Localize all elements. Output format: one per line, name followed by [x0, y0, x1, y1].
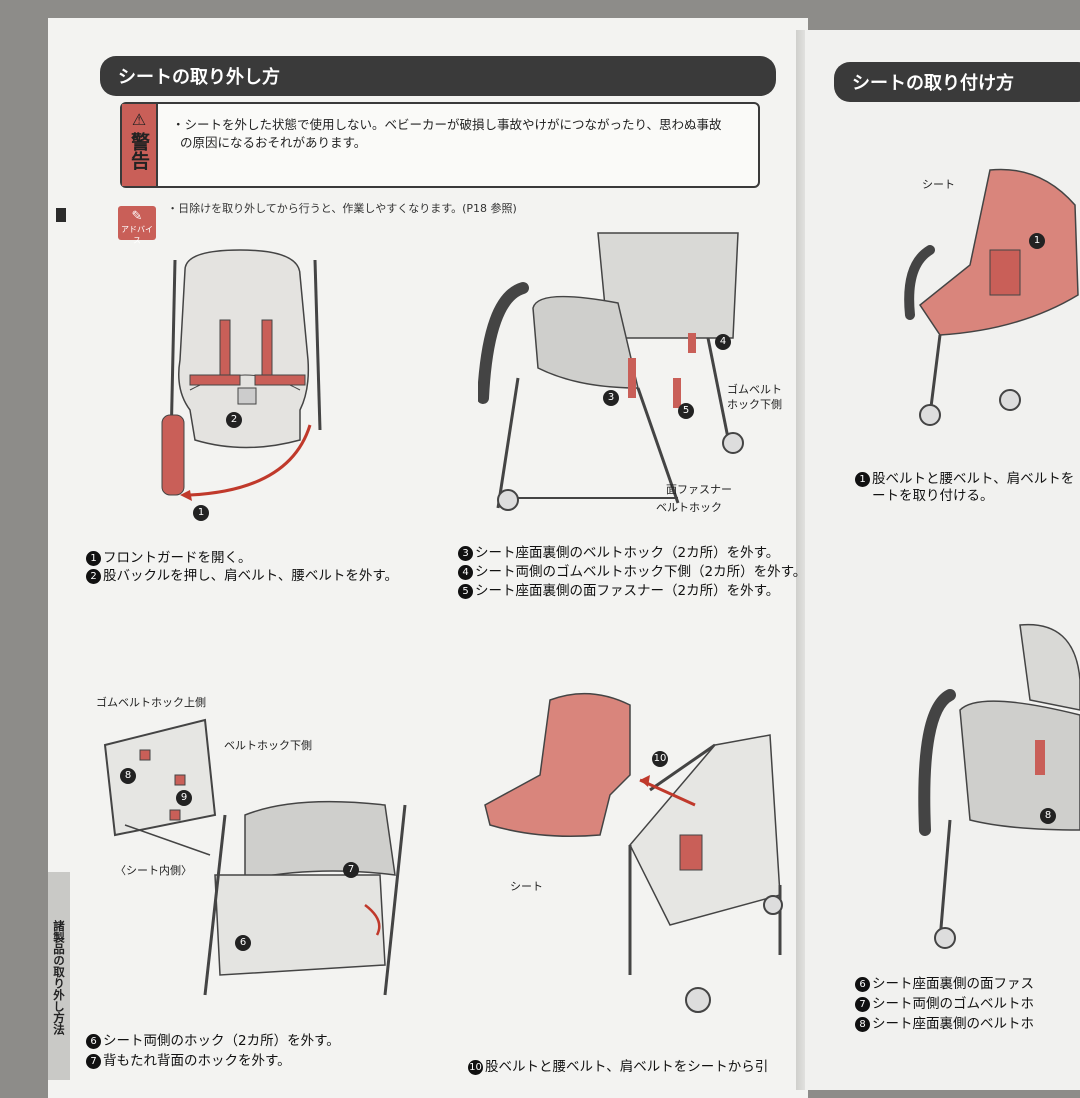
- callout-gom-belt-lower-2: ホック下側: [727, 398, 782, 411]
- warning-tag: ⚠ 警告: [122, 104, 158, 186]
- illustration-stroller-attach: [918, 623, 1080, 949]
- side-index-tab: 諸製品の取り外し方法: [48, 872, 70, 1080]
- warning-line-1: ・シートを外した状態で使用しない。ベビーカーが破損し事故やけがにつながったり、思…: [172, 117, 722, 132]
- illustration-stroller-seat-hooks: [478, 232, 744, 511]
- step-marker-8-right: 8: [1040, 808, 1056, 824]
- advice-text: ・日除けを取り外してから行うと、作業しやすくなります。(P18 参照): [167, 202, 517, 215]
- section-title-removal: シートの取り外し方: [100, 56, 776, 96]
- step-marker-4: 4: [715, 334, 731, 350]
- callout-belt-hook-lower: ベルトホック下側: [224, 739, 312, 752]
- warning-text: ・シートを外した状態で使用しない。ベビーカーが破損し事故やけがにつながったり、思…: [172, 116, 742, 152]
- warning-triangle-icon: ⚠: [131, 110, 147, 129]
- advice-icon: ✎アドバイス: [118, 206, 156, 245]
- callout-seat-removed: シート: [510, 880, 543, 893]
- step-marker-1: 1: [193, 505, 209, 521]
- step-marker-1-right: 1: [1029, 233, 1045, 249]
- step-marker-8: 8: [120, 768, 136, 784]
- advice-note: ✎アドバイス ・日除けを取り外してから行うと、作業しやすくなります。(P18 参…: [118, 202, 517, 245]
- callout-seat-right: シート: [922, 178, 955, 191]
- right-step-1-cont: ートを取り付ける。: [872, 488, 994, 504]
- step-marker-9: 9: [176, 790, 192, 806]
- step-marker-10: 10: [652, 751, 668, 767]
- illustration-seat-back-hooks: [103, 718, 407, 996]
- page-edge-mark: [56, 208, 66, 222]
- section-title-attach: シートの取り付け方: [834, 62, 1080, 102]
- step-marker-5: 5: [678, 403, 694, 419]
- warning-box: ⚠ 警告 ・シートを外した状態で使用しない。ベビーカーが破損し事故やけがにつなが…: [120, 102, 760, 188]
- step-marker-3: 3: [603, 390, 619, 406]
- callout-gom-belt-lower: ゴムベルト: [727, 383, 782, 396]
- step-marker-6: 6: [235, 935, 251, 951]
- warning-line-2: の原因になるおそれがあります。: [180, 135, 367, 150]
- callout-belt-hook: ベルトホック: [656, 501, 722, 514]
- illustration-seat-belts: [161, 249, 322, 501]
- illustration-seat-removed: [484, 692, 783, 1013]
- warning-label: 警告: [128, 132, 150, 170]
- step-marker-2: 2: [226, 412, 242, 428]
- illustration-seat-attach: [904, 168, 1079, 426]
- callout-gom-belt-upper: ゴムベルトホック上側: [96, 696, 206, 709]
- callout-face-fastener: 面ファスナー: [666, 483, 732, 496]
- callout-seat-inside: 〈シート内側〉: [115, 864, 192, 877]
- step-marker-7: 7: [343, 862, 359, 878]
